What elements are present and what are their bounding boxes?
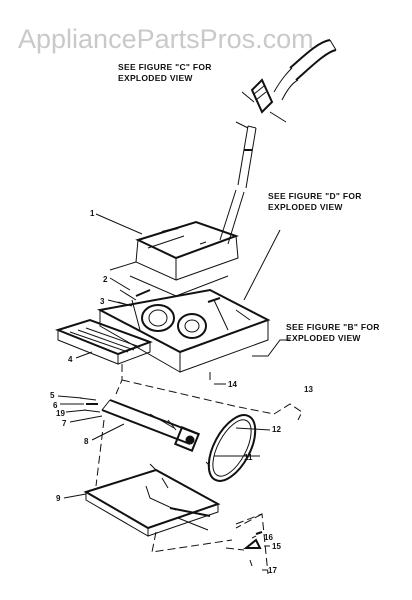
- brush-roll: [79, 397, 201, 453]
- small-parts: [243, 531, 263, 567]
- nozzle-bumper: [55, 318, 153, 365]
- callout-17: 17: [268, 566, 277, 575]
- callout-4: 4: [68, 355, 73, 364]
- callout-2: 2: [103, 275, 108, 284]
- figure-b-note-line1: SEE FIGURE "B" FOR: [286, 322, 380, 332]
- callout-5: 5: [50, 391, 55, 400]
- base-assembly: [96, 288, 271, 373]
- callout-19: 19: [56, 409, 65, 418]
- callout-15: 15: [272, 542, 281, 551]
- callout-7: 7: [62, 419, 67, 428]
- figure-d-note-line1: SEE FIGURE "D" FOR: [268, 191, 362, 201]
- callout-14: 14: [228, 380, 237, 389]
- drive-belt: [205, 414, 257, 482]
- handle: [219, 39, 337, 245]
- callout-8: 8: [84, 437, 89, 446]
- bottom-plate: [83, 468, 221, 537]
- dashed-leaders: [95, 364, 303, 575]
- figure-b-leader: [252, 339, 290, 357]
- figure-c-note: SEE FIGURE "C" FOR EXPLODED VIEW: [118, 62, 212, 83]
- callout-12: 12: [272, 425, 281, 434]
- figure-d-note: SEE FIGURE "D" FOR EXPLODED VIEW: [268, 191, 362, 212]
- figure-c-note-line1: SEE FIGURE "C" FOR: [118, 62, 212, 72]
- callout-3: 3: [100, 297, 105, 306]
- figure-b-note-line2: EXPLODED VIEW: [286, 333, 361, 343]
- callout-leaders: [57, 91, 281, 571]
- watermark: AppliancePartsPros.com: [18, 24, 314, 54]
- figure-d-note-line2: EXPLODED VIEW: [268, 202, 343, 212]
- callout-11: 11: [244, 453, 253, 462]
- upper-housing: [109, 220, 239, 297]
- callout-16: 16: [264, 533, 273, 542]
- callout-1: 1: [90, 209, 95, 218]
- figure-b-note: SEE FIGURE "B" FOR EXPLODED VIEW: [286, 322, 380, 343]
- callout-9: 9: [56, 494, 61, 503]
- callout-numbers: 1 2 3 4 5 6 7 8 9 11 12 13 14 15 16 17 1…: [50, 209, 313, 575]
- callout-13: 13: [304, 385, 313, 394]
- figure-c-note-line2: EXPLODED VIEW: [118, 73, 193, 83]
- callout-6: 6: [53, 401, 58, 410]
